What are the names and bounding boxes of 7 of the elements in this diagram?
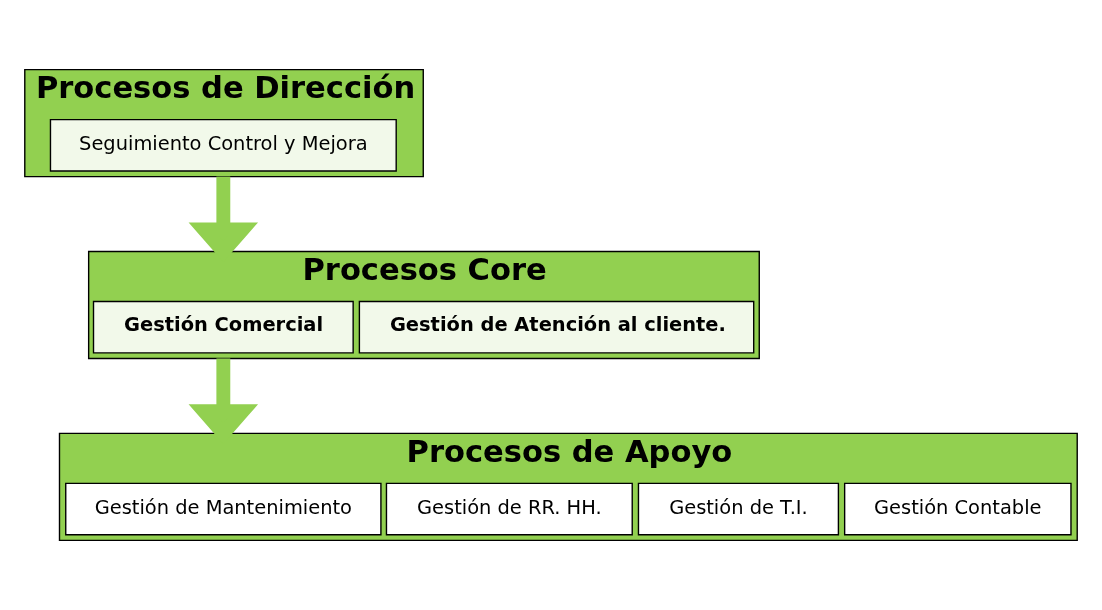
node-box: Gestión de RR. HH. <box>385 482 633 536</box>
node-box: Gestión Comercial <box>92 300 354 354</box>
node-box: Gestión de Mantenimiento <box>65 482 382 536</box>
node-box: Seguimiento Control y Mejora <box>49 118 397 172</box>
node-box: Gestión Contable <box>843 482 1072 536</box>
node-box: Gestión de T.I. <box>637 482 840 536</box>
node-box: Gestión de Atención al cliente. <box>358 300 755 354</box>
